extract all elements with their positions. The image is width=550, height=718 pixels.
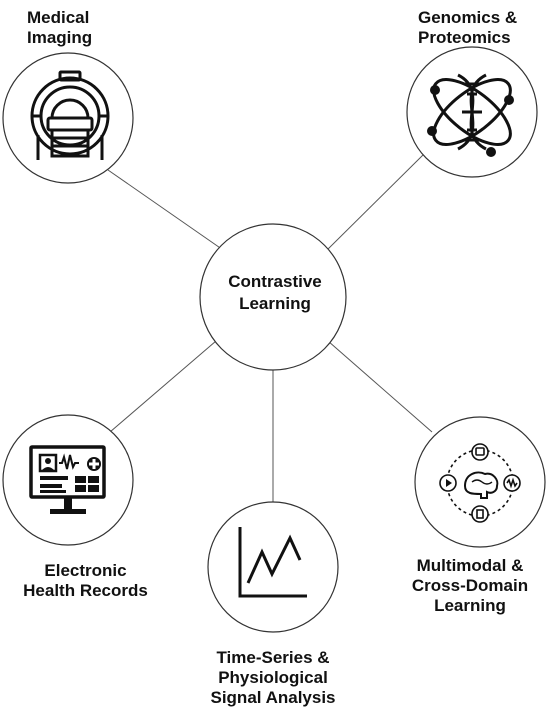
mri-scanner-icon — [30, 70, 110, 160]
connector-genomics — [321, 153, 425, 256]
label-ehr-line1: Electronic — [44, 561, 127, 580]
node-medical-imaging — [2, 52, 134, 184]
dna-helix-icon — [432, 73, 512, 151]
label-genomics-line2: Proteomics — [418, 28, 511, 47]
label-time-series-line3: Signal Analysis — [210, 688, 336, 707]
brain-network-icon — [439, 443, 521, 523]
center-label-line2: Learning — [239, 294, 311, 313]
label-multimodal: Multimodal & Cross-Domain Learning — [395, 556, 545, 616]
label-multimodal-line2: Cross-Domain — [411, 576, 529, 595]
node-time-series — [207, 501, 339, 633]
label-time-series-line2: Physiological — [218, 668, 328, 687]
label-ehr-line2: Health Records — [23, 581, 148, 600]
label-ehr: Electronic Health Records — [13, 561, 158, 601]
label-medical-imaging-line1: Medical — [27, 8, 90, 27]
label-genomics: Genomics & Proteomics — [418, 8, 517, 48]
label-time-series: Time-Series & Physiological Signal Analy… — [193, 648, 353, 708]
node-circle-multimodal — [414, 416, 546, 548]
label-medical-imaging: Medical Imaging — [27, 8, 92, 48]
center-label: Contrastive Learning — [195, 271, 355, 315]
node-circle-time-series — [207, 501, 339, 633]
connector-ehr — [109, 340, 217, 433]
node-multimodal — [414, 416, 546, 548]
center-node-circle — [199, 223, 347, 371]
label-multimodal-line1: Multimodal & — [416, 556, 524, 575]
label-multimodal-line3: Learning — [434, 596, 506, 615]
connectors — [107, 153, 433, 502]
connector-multimodal — [327, 340, 433, 433]
connector-medical-imaging — [107, 169, 227, 253]
ehr-monitor-icon — [29, 445, 106, 514]
node-ehr — [2, 414, 134, 546]
orbit-dots — [427, 85, 514, 157]
label-time-series-line1: Time-Series & — [216, 648, 330, 667]
center-label-line1: Contrastive — [228, 272, 322, 291]
label-genomics-line1: Genomics & — [418, 8, 518, 27]
label-medical-imaging-line2: Imaging — [27, 28, 93, 47]
node-genomics — [406, 46, 538, 178]
line-chart-icon — [238, 527, 307, 598]
